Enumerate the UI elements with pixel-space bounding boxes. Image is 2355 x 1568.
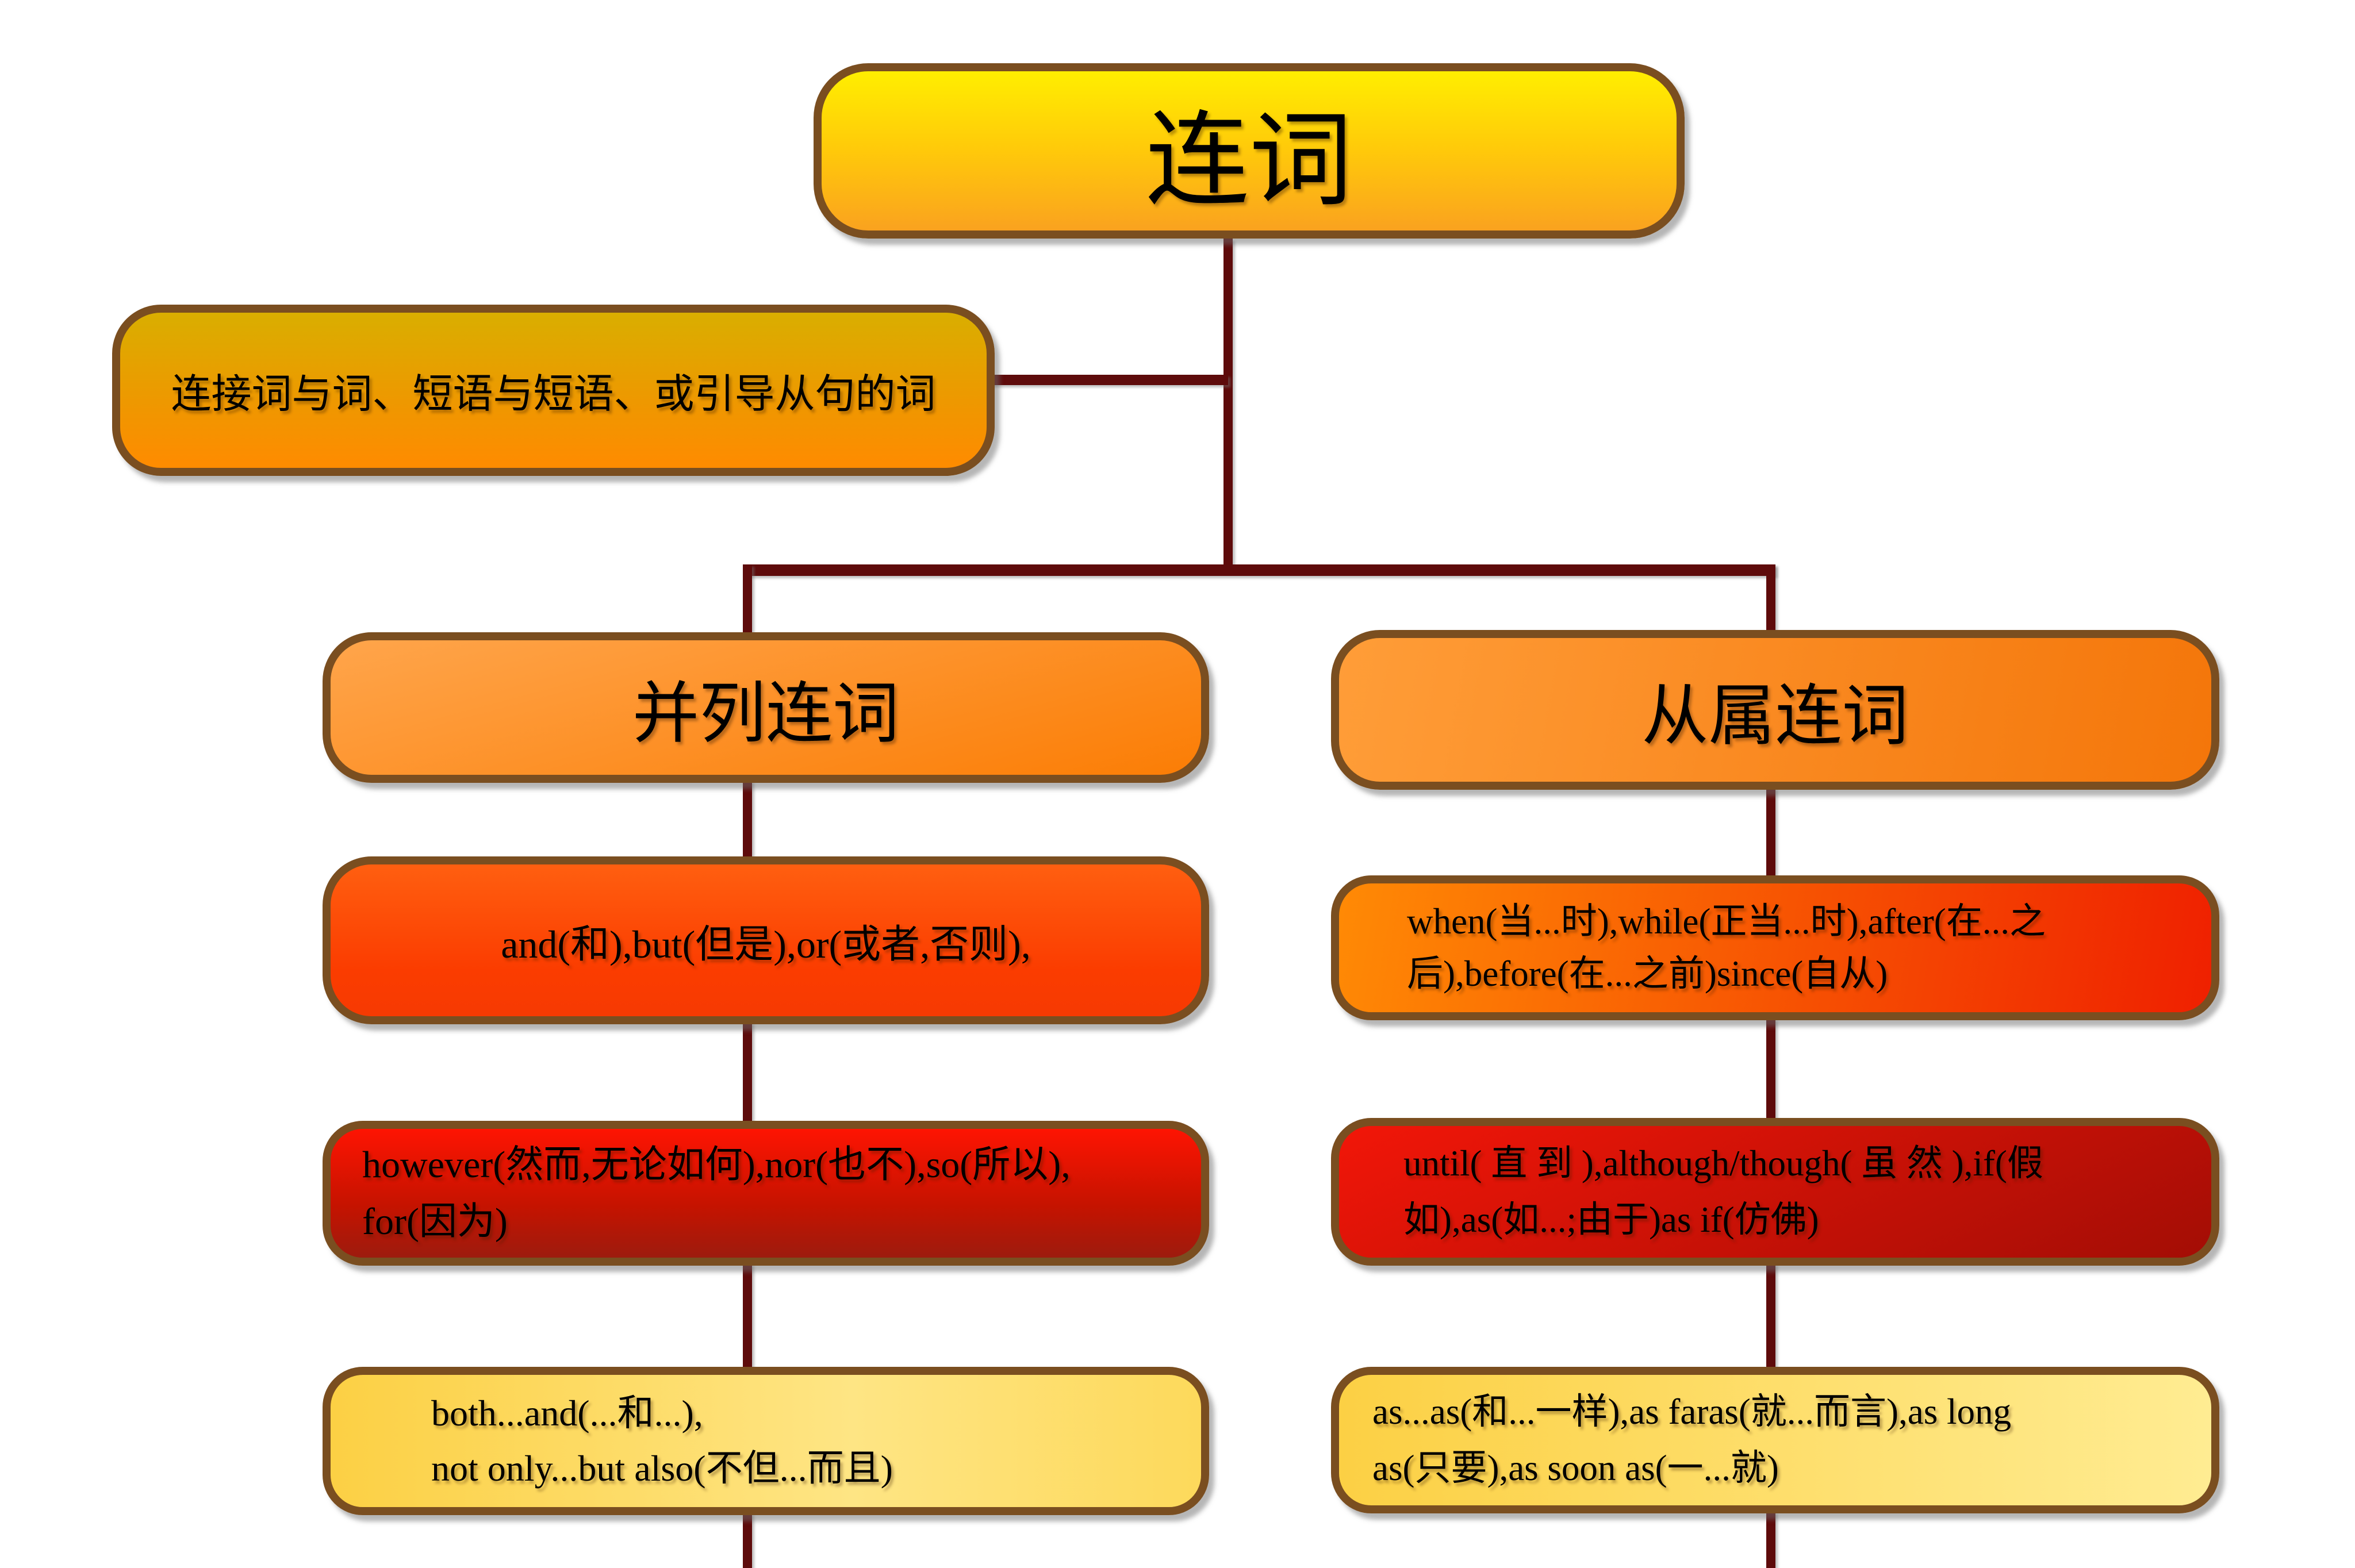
root-node-label: 连词 (1145, 104, 1353, 218)
subordinating-comparison-node: as...as(和...一样),as faras(就...而言),as long… (1331, 1367, 2219, 1513)
connector-left-drop (743, 564, 752, 636)
definition-node-label: 连接词与词、短语与短语、或引导从句的词 (171, 372, 936, 417)
definition-node: 连接词与词、短语与短语、或引导从句的词 (112, 305, 995, 476)
connector-root-stem (1223, 239, 1233, 566)
subordinating-comparison-label: as...as(和...一样),as faras(就...而言),as long… (1372, 1391, 2011, 1488)
coordinating-basic-label: and(和),but(但是),or(或者,否则), (501, 922, 1031, 966)
coordinating-basic-node: and(和),but(但是),or(或者,否则), (323, 856, 1209, 1024)
subordinating-time-node: when(当...时),while(正当...时),after(在...之 后)… (1331, 875, 2219, 1020)
subordinating-condition-label: until( 直 到 ),although/though( 虽 然 ),if(假… (1403, 1143, 2043, 1240)
subordinating-time-label: when(当...时),while(正当...时),after(在...之 后)… (1407, 901, 2046, 994)
subordinating-condition-node: until( 直 到 ),although/though( 虽 然 ),if(假… (1331, 1118, 2219, 1266)
connector-right-segment-1 (1766, 787, 1775, 878)
connector-left-segment-2 (743, 1022, 752, 1123)
connector-left-segment-1 (743, 781, 752, 861)
connector-right-segment-3 (1766, 1263, 1775, 1369)
connector-split-bar (743, 564, 1775, 576)
subordinating-header-node: 从属连词 (1331, 630, 2219, 790)
connector-definition-branch (990, 375, 1228, 385)
connector-right-segment-2 (1766, 1019, 1775, 1120)
coordinating-header-node: 并列连词 (323, 632, 1209, 783)
coordinating-extra-label: however(然而,无论如何),nor(也不),so(所以), for(因为) (362, 1144, 1071, 1243)
connector-right-drop (1766, 564, 1775, 634)
connector-right-segment-4 (1766, 1512, 1775, 1568)
connector-left-segment-4 (743, 1513, 752, 1568)
root-node: 连词 (814, 63, 1685, 239)
coordinating-header-label: 并列连词 (632, 678, 899, 751)
coordinating-paired-node: both...and(...和...), not only...but also… (323, 1367, 1209, 1515)
coordinating-extra-node: however(然而,无论如何),nor(也不),so(所以), for(因为) (323, 1121, 1209, 1266)
connector-left-segment-3 (743, 1263, 752, 1369)
subordinating-header-label: 从属连词 (1641, 680, 1909, 754)
coordinating-paired-label: both...and(...和...), not only...but also… (431, 1393, 893, 1489)
